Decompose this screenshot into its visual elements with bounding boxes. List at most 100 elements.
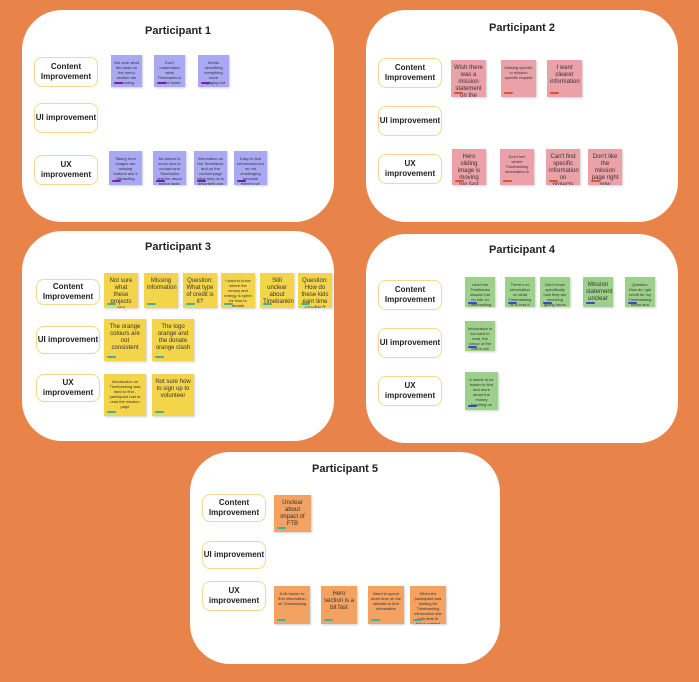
note-tag: [543, 302, 552, 304]
participant-3-board: Participant 3 Content Improvement UI imp…: [22, 231, 334, 441]
sticky-note[interactable]: Not sure what these projects are: [104, 273, 138, 308]
sticky-note[interactable]: Don't understand what Timebanks is on th…: [154, 55, 185, 87]
ux-improvement-label: UX improvement: [36, 374, 100, 402]
participant-title: Participant 2: [488, 22, 556, 34]
sticky-note[interactable]: Not sure what the tasks on the menu sect…: [111, 55, 142, 87]
sticky-note[interactable]: The orange colours are not consistent: [104, 319, 146, 361]
sticky-note[interactable]: Don't feel where Timebanking information…: [500, 149, 534, 185]
note-text: The logo orange and the donate orange cl…: [155, 324, 191, 351]
note-tag: [224, 303, 233, 305]
sticky-note[interactable]: Words describing everything more engagin…: [198, 55, 229, 87]
sticky-note[interactable]: Need to spend more time on the website t…: [368, 586, 404, 624]
sticky-note[interactable]: Liked the Timebanks mission but no info …: [465, 277, 495, 307]
sticky-note[interactable]: The logo orange and the donate orange cl…: [152, 319, 194, 361]
participant-title: Participant 4: [488, 244, 556, 256]
ui-improvement-label: UI improvement: [202, 541, 266, 569]
note-tag: [186, 303, 195, 305]
sticky-note[interactable]: I want clearer information: [547, 60, 582, 97]
sticky-note[interactable]: Hero sliding image is moving too fast: [452, 149, 486, 185]
sticky-note[interactable]: Mission statement unclear: [583, 277, 613, 307]
sticky-note[interactable]: Hero section is a bit fast: [321, 586, 357, 624]
note-tag: [454, 92, 463, 94]
note-tag: [107, 356, 116, 358]
sticky-note[interactable]: It needs to be easier to find and more a…: [465, 372, 498, 410]
sticky-note[interactable]: Information on the Timebanks and on the …: [194, 151, 227, 185]
sticky-note[interactable]: When the participant was looking for Tim…: [410, 586, 446, 624]
note-text: Don't understand what Timebanks is on th…: [157, 60, 182, 87]
note-tag: [201, 82, 210, 84]
note-tag: [550, 92, 559, 94]
sticky-note[interactable]: Question: How do these kids earn time cr…: [298, 273, 332, 308]
note-text: When the participant was looking for Tim…: [414, 591, 442, 624]
note-tag: [371, 619, 380, 621]
participant-2-board: Participant 2 Content Improvement UI imp…: [366, 10, 678, 222]
note-text: Still unclear about Timebanking: [263, 278, 294, 305]
sticky-note[interactable]: Still unclear about Timebanking: [260, 273, 294, 308]
note-tag: [114, 82, 123, 84]
sticky-note[interactable]: Taking from images are missing buttons a…: [109, 151, 142, 185]
note-tag: [157, 82, 166, 84]
note-text: Liked the Timebanks mission but no info …: [468, 282, 492, 307]
note-tag: [455, 180, 464, 182]
note-text: Don't feel where Timebanking information…: [505, 154, 529, 174]
note-text: Need to spend more time on the website t…: [371, 591, 402, 611]
sticky-note[interactable]: Easy to find information but on not chal…: [234, 151, 267, 185]
note-tag: [591, 180, 600, 182]
participant-5-board: Participant 5 Content Improvement UI imp…: [190, 452, 500, 664]
sticky-note[interactable]: A bit harder to find information on Time…: [274, 586, 310, 624]
sticky-note[interactable]: Don't like the mission page right now: [588, 149, 622, 185]
note-text: Not sure what the tasks on the menu sect…: [114, 60, 139, 85]
sticky-note[interactable]: Introduction on Timebanking was hard to …: [104, 374, 146, 416]
note-text: Taking from images are missing buttons a…: [113, 156, 138, 181]
note-text: Introduction on Timebanking was hard to …: [109, 379, 141, 409]
note-text: Don't like the mission page right now: [591, 154, 619, 185]
sticky-note[interactable]: Missing information: [144, 273, 178, 308]
ux-improvement-label: UX improvement: [202, 581, 266, 611]
note-text: Question: What type of credit is it?: [186, 278, 214, 305]
ui-improvement-label: UI improvement: [36, 326, 100, 354]
note-text: Not sure how to sign up to volunteer: [155, 379, 191, 399]
note-tag: [277, 527, 286, 529]
note-tag: [107, 303, 116, 305]
sticky-note[interactable]: Question: What type of credit is it?: [183, 273, 217, 308]
participant-title: Participant 5: [311, 463, 379, 475]
participant-4-board: Participant 4 Content Improvement UI imp…: [366, 234, 678, 443]
sticky-note[interactable]: Unclear about impact of FTB: [274, 495, 311, 532]
note-text: Can't find specific information on proje…: [549, 154, 579, 185]
ui-improvement-label: UI improvement: [378, 106, 442, 136]
content-improvement-label: Content Improvement: [378, 58, 442, 88]
note-tag: [549, 180, 558, 182]
sticky-note[interactable]: There's no information on what Timebanki…: [505, 277, 535, 307]
ux-improvement-label: UX improvement: [378, 154, 442, 184]
note-tag: [197, 180, 206, 182]
sticky-note[interactable]: Wish there was a mission statement on th…: [451, 60, 486, 97]
note-text: Words describing everything more engagin…: [201, 60, 226, 87]
note-text: Information on the Timebanks and on the …: [197, 156, 224, 185]
note-tag: [156, 180, 165, 182]
sticky-note[interactable]: Can't find specific information on proje…: [546, 149, 580, 185]
note-tag: [503, 180, 512, 182]
ux-improvement-label: UX improvement: [378, 376, 442, 406]
ui-improvement-label: UI improvement: [378, 328, 442, 358]
note-tag: [504, 92, 513, 94]
note-tag: [468, 302, 477, 304]
note-text: A bit harder to find information on Time…: [277, 591, 307, 606]
sticky-note[interactable]: Missing specific or mission specific req…: [501, 60, 536, 97]
note-tag: [413, 619, 422, 621]
note-tag: [107, 411, 116, 413]
sticky-note[interactable]: I want to know where the money and energ…: [221, 273, 255, 308]
note-text: Wish there was a mission statement on th…: [454, 65, 483, 97]
sticky-note[interactable]: Not sure how to sign up to volunteer: [152, 374, 194, 416]
note-tag: [155, 411, 164, 413]
sticky-note[interactable]: Information is too hard to read, the col…: [465, 321, 495, 351]
note-tag: [468, 346, 477, 348]
sticky-note[interactable]: Don't know specifically how they are rec…: [540, 277, 570, 307]
note-text: Hero sliding image is moving too fast: [457, 154, 481, 185]
sticky-note[interactable]: Question: How do I get credit for my Tim…: [625, 277, 655, 307]
content-improvement-label: Content Improvement: [34, 57, 98, 87]
note-tag: [277, 619, 286, 621]
note-text: It needs to be easier to find and more a…: [469, 377, 494, 407]
note-tag: [586, 302, 595, 304]
note-text: There's no information on what Timebanki…: [508, 282, 532, 307]
sticky-note[interactable]: No button to show how to contact and Tim…: [153, 151, 186, 185]
